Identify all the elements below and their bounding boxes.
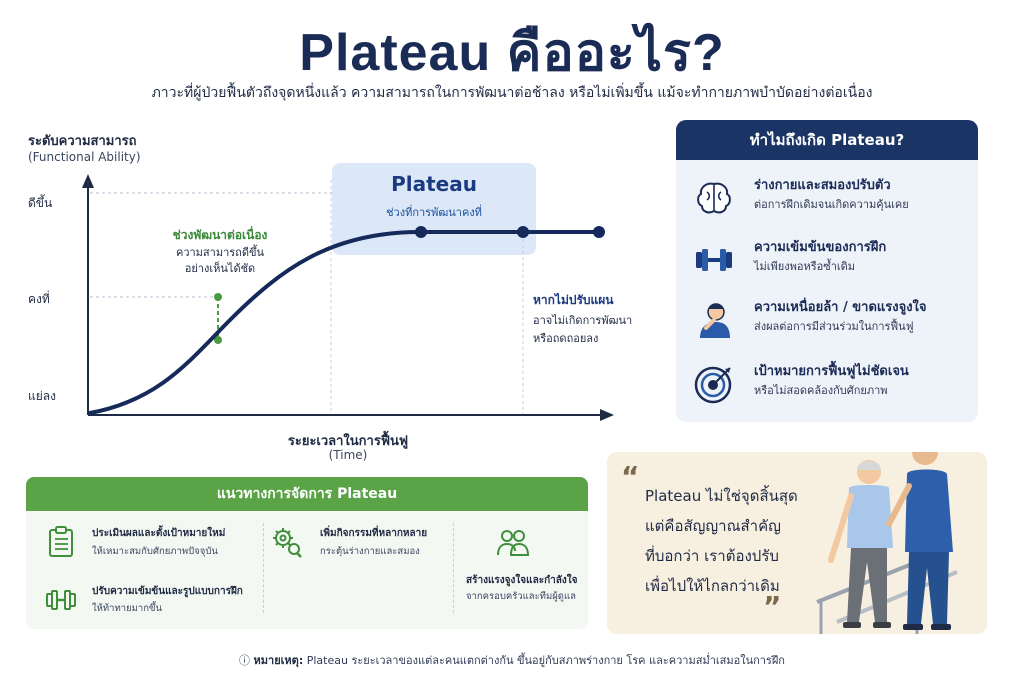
y-axis-arrow (82, 174, 94, 188)
y-axis-subtitle: (Functional Ability) (28, 150, 141, 164)
dumbbell-icon (696, 249, 732, 271)
dumbbell-icon (46, 590, 76, 610)
plateau-dot-1 (415, 226, 427, 238)
guide-item-intensity-main: ปรับความเข้มข้นและรูปแบบการฝึก (92, 586, 243, 597)
guide-item-activities-desc: กระตุ้นร่างกายและสมอง (320, 546, 420, 557)
brain-icon (697, 182, 731, 214)
why-panel-title: ทำไมถึงเกิด Plateau? (676, 120, 978, 160)
management-guide-panel: แนวทางการจัดการ Plateau ประเมินผลและตั้ง… (26, 477, 588, 629)
note-icon: ⓘ (239, 654, 251, 667)
guide-divider-2 (453, 523, 454, 613)
clipboard-icon (49, 526, 73, 557)
why-item-adaptation: ร่างกายและสมองปรับตัว ต่อการฝึกเดิมจนเกิ… (676, 170, 978, 230)
why-item-main: ความเหนื่อยล้า / ขาดแรงจูงใจ (754, 300, 927, 315)
ability-curve (88, 230, 602, 415)
quote-line-4: เพื่อไปให้ไกลกว่าเดิม (645, 577, 780, 595)
why-item-desc: ต่อการฝึกเดิมจนเกิดความคุ้นเคย (754, 198, 909, 211)
tired-person-icon (700, 303, 730, 338)
quote-panel: “ Plateau ไม่ใช่จุดสิ้นสุด แต่คือสัญญาณส… (607, 452, 987, 634)
quote-open-mark: “ (621, 460, 640, 493)
quote-line-3: ที่บอกว่า เราต้องปรับ (645, 547, 779, 565)
guide-panel-title: แนวทางการจัดการ Plateau (26, 477, 588, 511)
development-line-2: อย่างเห็นได้ชัด (184, 262, 256, 275)
guide-item-assess-main: ประเมินผลและตั้งเป้าหมายใหม่ (92, 528, 226, 539)
x-axis-title: ระยะเวลาในการฟื้นฟู (287, 434, 409, 449)
why-item-main: ร่างกายและสมองปรับตัว (754, 178, 891, 193)
development-line-1: ความสามารถดีขึ้น (175, 246, 265, 259)
guide-item-activities-main: เพิ่มกิจกรรมที่หลากหลาย (320, 528, 428, 539)
guide-divider-1 (263, 523, 264, 613)
people-icon (497, 530, 530, 556)
no-adjust-text: อาจไม่เกิดการพัฒนา หรือถดถอยลง (533, 312, 663, 348)
no-adjust-line-1: อาจไม่เกิดการพัฒนา (533, 314, 633, 327)
quote-close-mark: ” (763, 590, 782, 623)
footnote: ⓘ หมายเหตุ: Plateau ระยะเวลาของแต่ละคนแต… (0, 651, 1024, 669)
why-item-desc: ส่งผลต่อการมีส่วนร่วมในการฟื้นฟู (754, 320, 914, 333)
why-item-main: เป้าหมายการฟื้นฟูไม่ชัดเจน (754, 364, 909, 379)
quote-line-1: Plateau ไม่ใช่จุดสิ้นสุด (645, 487, 798, 505)
development-dot-top (214, 293, 222, 301)
why-item-fatigue: ความเหนื่อยล้า / ขาดแรงจูงใจ ส่งผลต่อการ… (676, 292, 978, 352)
x-axis-arrow (600, 409, 614, 421)
page-subtitle: ภาวะที่ผู้ป่วยฟื้นตัวถึงจุดหนึ่งแล้ว ควา… (151, 85, 873, 101)
development-dot-bottom (214, 336, 222, 344)
y-axis-title: ระดับความสามารถ (28, 134, 137, 149)
plateau-label: Plateau (391, 172, 477, 196)
plateau-dot-2 (517, 226, 529, 238)
therapy-illustration (816, 452, 958, 634)
development-text: ความสามารถดีขึ้น อย่างเห็นได้ชัด (140, 245, 300, 277)
no-adjust-line-2: หรือถดถอยลง (533, 332, 599, 345)
y-tick-worse: แย่ลง (28, 389, 56, 403)
quote-line-2: แต่คือสัญญาณสำคัญ (645, 517, 781, 535)
gears-icon (273, 528, 302, 558)
why-item-intensity: ความเข้มข้นของการฝึก ไม่เพียงพอหรือซ้ำเด… (676, 232, 978, 292)
page-title: Plateau คืออะไร? (299, 24, 725, 82)
why-item-desc: ไม่เพียงพอหรือซ้ำเดิม (754, 260, 856, 273)
why-item-main: ความเข้มข้นของการฝึก (754, 240, 887, 255)
why-item-desc: หรือไม่สอดคล้องกับศักยภาพ (754, 384, 888, 397)
no-adjust-label: หากไม่ปรับแผน (533, 293, 614, 307)
guide-item-assess-desc: ให้เหมาะสมกับศักยภาพปัจจุบัน (92, 546, 218, 557)
note-text: Plateau ระยะเวลาของแต่ละคนแตกต่างกัน ขึ้… (306, 654, 785, 667)
x-axis-subtitle: (Time) (328, 448, 368, 462)
y-tick-stable: คงที่ (28, 292, 50, 306)
why-plateau-panel: ทำไมถึงเกิด Plateau? ร่างกายและสมองปรับต… (676, 120, 978, 422)
why-item-goals: เป้าหมายการฟื้นฟูไม่ชัดเจน หรือไม่สอดคล้… (676, 356, 978, 416)
y-tick-better: ดีขึ้น (28, 196, 53, 210)
note-label: หมายเหตุ: (253, 654, 304, 667)
guide-item-motivation-desc: จากครอบครัวและทีมผู้ดูแล (466, 591, 576, 602)
guide-item-intensity-desc: ให้ท้าทายมากขึ้น (92, 603, 162, 614)
plateau-sublabel: ช่วงที่การพัฒนาคงที่ (386, 206, 482, 219)
development-label: ช่วงพัฒนาต่อเนื่อง (172, 228, 268, 242)
target-icon (694, 366, 732, 404)
plateau-dot-3 (593, 226, 605, 238)
guide-item-motivation-main: สร้างแรงจูงใจและกำลังใจ (466, 575, 578, 586)
